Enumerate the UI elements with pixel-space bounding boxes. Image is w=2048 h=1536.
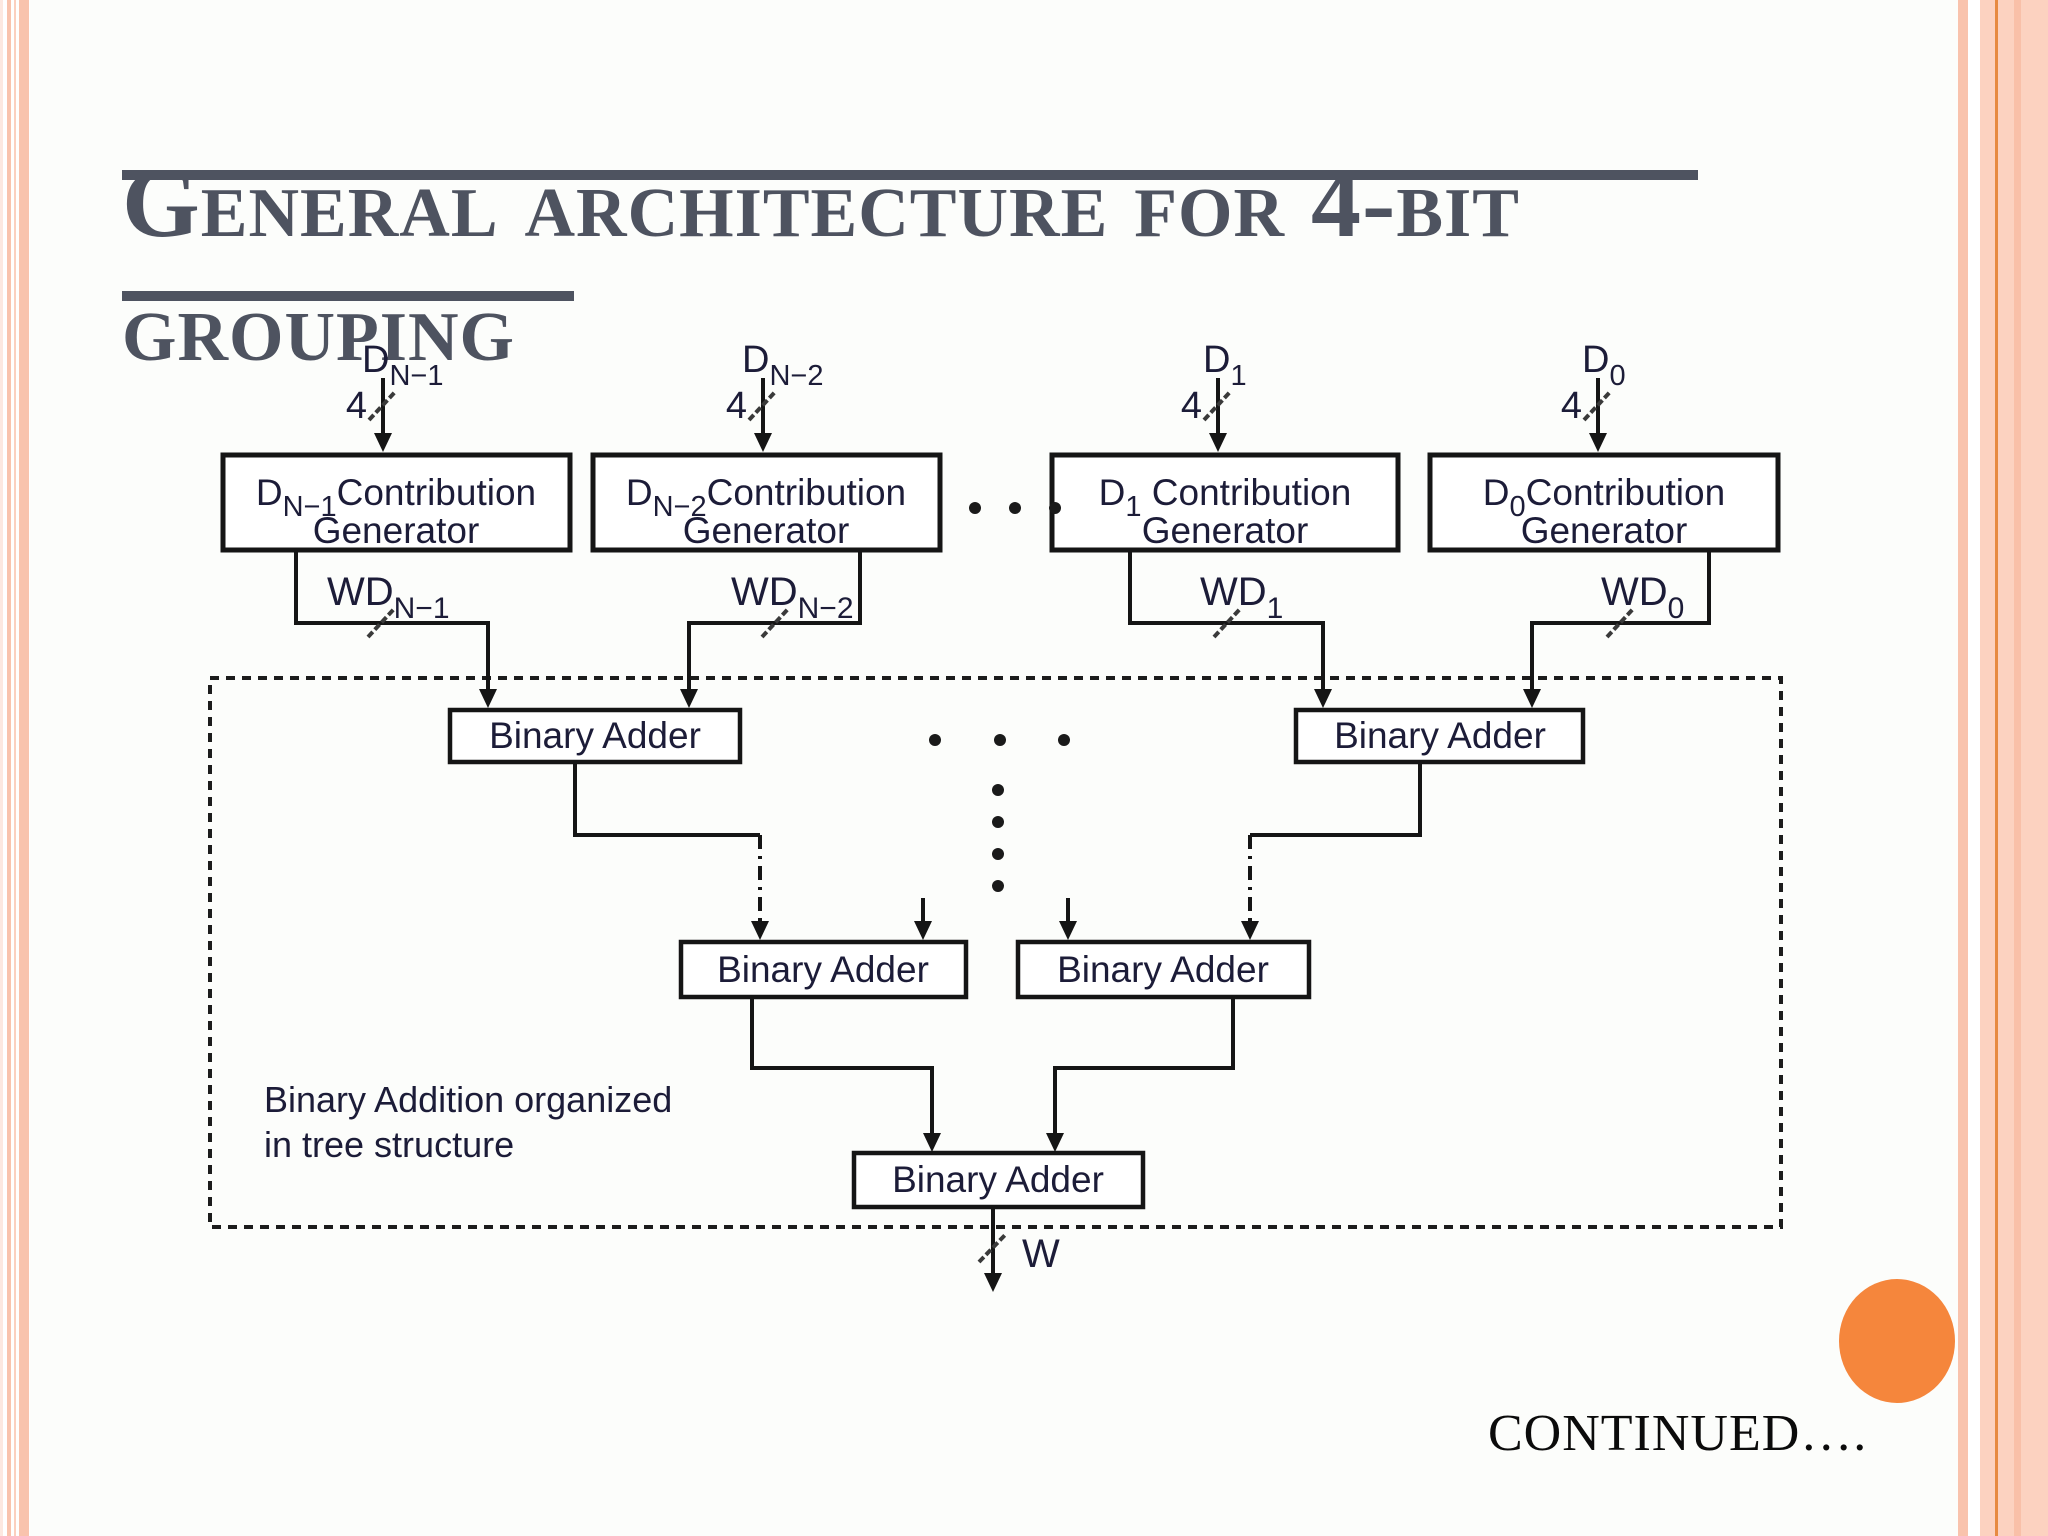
wd-label-n2: WDN−2	[731, 570, 854, 625]
bus-width-label: 4	[346, 385, 367, 427]
bus-slash-icon	[977, 1232, 1008, 1264]
bus-width-label: 4	[726, 385, 747, 427]
right-border-stripes	[1958, 0, 2048, 1536]
wd-label-1: WD1	[1200, 570, 1283, 625]
left-border-stripes	[0, 0, 30, 1536]
tree-note-line2: in tree structure	[264, 1124, 514, 1165]
arrowhead-icon	[374, 433, 392, 452]
contribution-generator-box-n2	[590, 452, 943, 553]
bus-width-label: 4	[1181, 385, 1202, 427]
slide-title-line1: General architecture for 4-bit	[122, 147, 1520, 258]
ellipsis-dots-adders-horizontal	[929, 734, 1070, 746]
arrowhead-icon	[479, 689, 497, 708]
arrowhead-icon	[754, 433, 772, 452]
generator-label-line1: DN−2Contribution	[626, 472, 906, 523]
arrowhead-icon	[1314, 689, 1332, 708]
bus-slash-icon	[1582, 390, 1612, 422]
generator-label-line1: D1 Contribution	[1099, 472, 1352, 523]
generator-label-line2: Generator	[313, 510, 480, 551]
input-label-dn2: DN−2	[742, 339, 823, 392]
generator-label-line1: DN−1Contribution	[256, 472, 536, 523]
binary-adder-box-mid-left	[678, 939, 969, 1000]
title-underline-1	[122, 170, 1698, 180]
arrowhead-icon	[923, 1133, 941, 1152]
continued-text: CONTINUED….	[1488, 1405, 1868, 1462]
arrowhead-icon	[984, 1273, 1002, 1292]
output-label-w: W	[1022, 1232, 1060, 1276]
arrowhead-icon	[680, 689, 698, 708]
arrowhead-icon	[1523, 689, 1541, 708]
binary-adder-box-final	[851, 1150, 1146, 1210]
ellipsis-dots-generators	[969, 502, 1061, 514]
generator-label-line2: Generator	[1142, 510, 1309, 551]
input-wires	[367, 378, 1612, 452]
level1-output-wires	[573, 762, 1422, 940]
contribution-generator-box-n1	[220, 452, 573, 553]
tree-note-line1: Binary Addition organized	[264, 1079, 672, 1120]
arrowhead-icon	[1046, 1133, 1064, 1152]
wd-wires	[294, 550, 1711, 708]
binary-adder-box-top-right	[1293, 707, 1586, 765]
bus-slash-icon	[747, 390, 777, 422]
binary-adder-label: Binary Adder	[489, 715, 701, 756]
arrowhead-icon	[1589, 433, 1607, 452]
input-label-d0: D0	[1582, 339, 1626, 392]
bus-slash-icon	[760, 607, 790, 639]
bus-slash-icon	[1212, 607, 1242, 639]
generator-label-line1: D0Contribution	[1483, 472, 1725, 523]
wd-label-n1: WDN−1	[327, 570, 450, 625]
final-output-wire	[977, 1207, 1008, 1292]
wd-label-0: WD0	[1601, 570, 1684, 625]
slide-title: General architecture for 4-bit grouping	[122, 141, 1722, 389]
binary-adder-label: Binary Adder	[892, 1159, 1104, 1200]
bus-width-label: 4	[1561, 385, 1582, 427]
generator-label-line2: Generator	[1521, 510, 1688, 551]
bus-slash-icon	[366, 607, 396, 639]
arrowhead-icon	[1241, 921, 1259, 940]
arrowhead-icon	[1209, 433, 1227, 452]
binary-adder-label: Binary Adder	[1057, 949, 1269, 990]
level2-output-wires	[750, 997, 1235, 1152]
arrowhead-icon	[751, 921, 769, 940]
ellipsis-dots-adders-vertical	[992, 784, 1004, 892]
generator-label-line2: Generator	[683, 510, 850, 551]
binary-adder-box-mid-right	[1015, 939, 1312, 1000]
bus-slash-icon	[1202, 390, 1232, 422]
slide-title-line2: grouping	[122, 271, 515, 382]
bus-slash-icon	[1605, 607, 1635, 639]
bus-slash-icon	[367, 390, 397, 422]
accent-circle	[1839, 1279, 1955, 1403]
binary-adder-box-top-left	[447, 707, 743, 765]
arrowhead-icon	[914, 921, 932, 940]
title-underline-2	[122, 291, 574, 301]
arrowhead-icon	[1059, 921, 1077, 940]
input-label-d1: D1	[1203, 339, 1247, 392]
input-label-dn1: DN−1	[362, 339, 443, 392]
contribution-generator-box-1	[1049, 452, 1401, 553]
contribution-generator-box-0	[1427, 452, 1781, 553]
binary-adder-label: Binary Adder	[717, 949, 929, 990]
tree-structure-dashed-box	[208, 676, 1783, 1229]
binary-adder-label: Binary Adder	[1334, 715, 1546, 756]
